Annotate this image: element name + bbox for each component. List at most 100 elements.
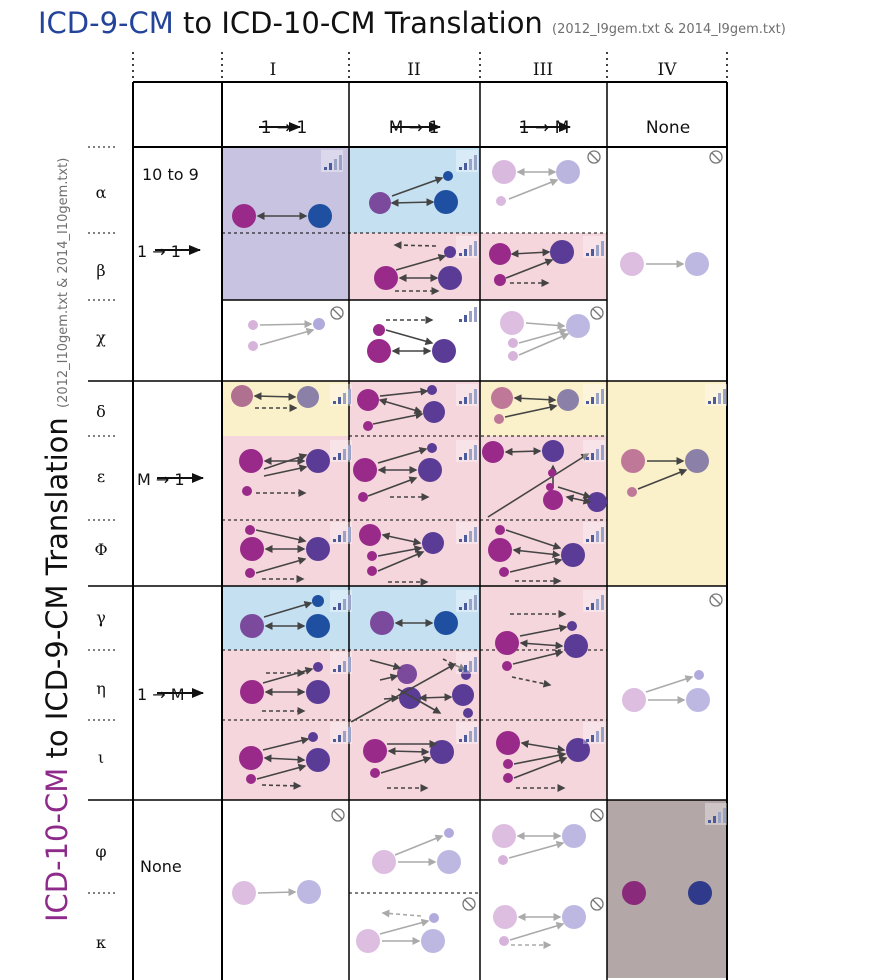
mapping-arrow <box>505 258 554 279</box>
code-node <box>492 824 516 848</box>
signal-bar <box>474 445 477 460</box>
signal-bars-icon <box>456 722 478 744</box>
signal-bars-icon <box>330 384 352 406</box>
signal-bar <box>329 163 332 170</box>
code-node <box>686 688 710 712</box>
title-text: to ICD-10-CM Translation <box>173 6 553 40</box>
code-node <box>452 684 474 706</box>
signal-bar <box>338 453 341 460</box>
code-node <box>622 688 646 712</box>
signal-bar <box>333 401 336 404</box>
mapping-arrow <box>394 834 444 856</box>
cell-background <box>480 586 607 800</box>
mapping-arrow <box>505 529 562 550</box>
code-node <box>357 389 379 411</box>
signal-bar <box>338 535 341 542</box>
no-entry-ring <box>590 897 604 911</box>
code-node <box>621 449 645 473</box>
no-entry-icon <box>709 150 723 164</box>
signal-bar <box>464 249 467 256</box>
code-node <box>422 532 444 554</box>
code-node <box>367 339 391 363</box>
col-header-3: III <box>532 60 554 80</box>
code-node <box>248 341 258 351</box>
signal-bars-icon <box>330 522 352 544</box>
cell-background <box>349 147 480 233</box>
signal-bar <box>343 731 346 742</box>
signal-bar <box>333 739 336 742</box>
code-node <box>242 486 252 496</box>
signal-bars-bg <box>583 722 605 744</box>
signal-bar <box>601 445 604 460</box>
signal-bars-bg <box>456 150 478 172</box>
signal-bars-icon <box>705 803 727 825</box>
mapping-arrow <box>390 198 435 207</box>
signal-bar <box>474 241 477 256</box>
mapping-arrow <box>387 747 430 756</box>
col-mapping-4: None <box>645 118 691 138</box>
mapping-arrow <box>383 694 400 703</box>
signal-bar <box>464 603 467 610</box>
code-node <box>363 421 373 431</box>
signal-bar <box>591 249 594 256</box>
signal-bars-icon <box>583 590 605 612</box>
signal-bars-bg <box>330 384 352 406</box>
row-group-mapping-2: M → 1 <box>137 470 185 489</box>
signal-bar <box>469 661 472 672</box>
code-node <box>358 492 368 502</box>
signal-bar <box>343 661 346 672</box>
mapping-arrow <box>377 550 425 572</box>
row-label-kappa: κ <box>96 933 106 952</box>
code-node <box>232 204 256 228</box>
mapping-arrow <box>256 763 307 780</box>
code-node <box>363 739 387 763</box>
no-entry-icon <box>587 150 601 164</box>
code-node <box>503 759 513 769</box>
code-node <box>306 680 330 704</box>
signal-bar <box>348 595 351 610</box>
signal-bar <box>469 393 472 404</box>
mapping-arrow <box>379 387 429 397</box>
signal-bars-icon <box>456 590 478 612</box>
signal-bar <box>469 311 472 322</box>
signal-bars-bg <box>456 590 478 612</box>
signal-bar <box>474 527 477 542</box>
row-label-eta: η <box>96 679 106 698</box>
row-group-mapping-4: None <box>140 857 182 876</box>
signal-bar <box>596 393 599 404</box>
row-group-mapping-1: 1 → 1 <box>137 242 181 261</box>
signal-bar <box>338 665 341 672</box>
code-node <box>306 748 330 772</box>
no-entry-ring <box>587 150 601 164</box>
mapping-arrow <box>395 253 447 271</box>
code-node <box>369 192 391 214</box>
signal-bars-icon <box>456 302 478 324</box>
code-node <box>427 443 437 453</box>
signal-bars-bg <box>456 722 478 744</box>
no-entry-ring <box>590 306 604 320</box>
signal-bar <box>708 820 711 823</box>
signal-bars-icon <box>456 384 478 406</box>
signal-bar <box>718 812 721 823</box>
code-node <box>542 440 564 462</box>
signal-bar <box>348 527 351 542</box>
mapping-arrow <box>257 888 297 897</box>
mapping-arrow <box>262 736 310 751</box>
col-mapping-1: 1 → 1 <box>260 118 308 138</box>
mapping-arrow <box>518 332 570 356</box>
signal-bars-bg <box>330 652 352 674</box>
code-node <box>240 537 264 561</box>
signal-bar <box>586 739 589 742</box>
code-node <box>587 492 607 512</box>
code-node <box>499 567 509 577</box>
row-group-mapping-3: 1 → M <box>137 685 185 704</box>
signal-bar <box>469 449 472 460</box>
cell-background <box>222 586 349 650</box>
code-node <box>508 338 518 348</box>
code-node <box>489 243 511 265</box>
code-node <box>421 929 445 953</box>
code-node <box>239 746 263 770</box>
no-entry-slash <box>592 810 602 820</box>
code-node <box>306 537 330 561</box>
